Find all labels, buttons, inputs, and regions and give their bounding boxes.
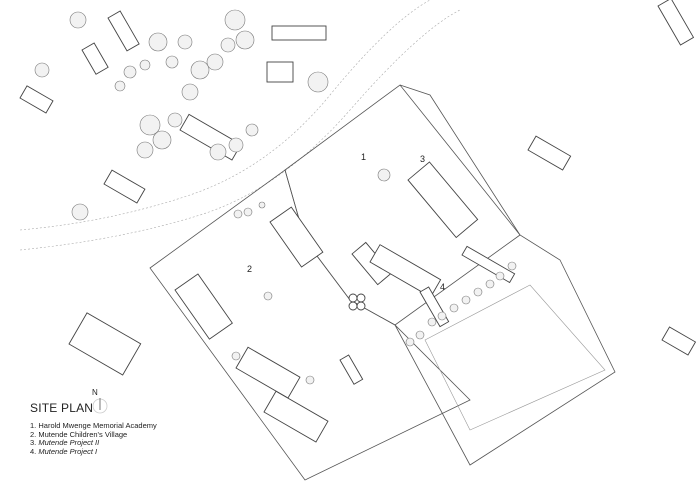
map-label-3: 3 [420, 154, 425, 164]
legend: 1. Harold Mwenge Memorial Academy 2. Mut… [30, 421, 157, 456]
legend-item: 1. Harold Mwenge Memorial Academy [30, 421, 157, 430]
trees [34, 9, 517, 385]
sports-field [424, 284, 606, 431]
site-boundary-academy [284, 84, 521, 326]
buildings [19, 0, 697, 443]
legend-item: 2. Mutende Children's Village [30, 429, 128, 439]
site-boundary-project [394, 84, 616, 466]
road-edge [19, 9, 461, 251]
map-label-2: 2 [247, 264, 252, 274]
site-boundary-village [149, 169, 471, 481]
map-label-1: 1 [361, 152, 366, 162]
north-label: N [92, 388, 98, 397]
legend-item: 4. Mutende Project I [30, 446, 98, 456]
page-title: SITE PLAN [30, 401, 94, 415]
map-label-4: 4 [440, 282, 445, 292]
legend-item: 3. Mutende Project II [30, 438, 100, 447]
road-edge [19, 0, 431, 231]
